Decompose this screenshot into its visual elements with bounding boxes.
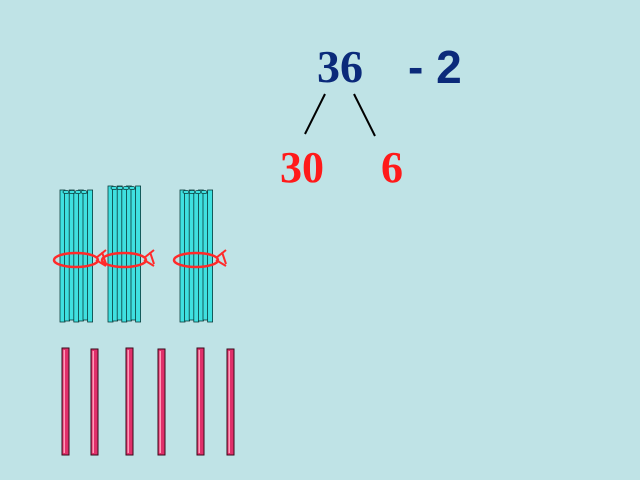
single-stick-body [226, 348, 235, 456]
subtrahend-number: - 2 [408, 41, 462, 93]
stick-highlight [127, 350, 129, 453]
right-split-line [353, 93, 376, 137]
tie-band [100, 251, 148, 269]
stick-end [74, 189, 82, 194]
stick-highlight [159, 351, 161, 453]
single-stick-body [90, 348, 99, 456]
stick-end [128, 185, 136, 190]
single-stick [125, 347, 134, 456]
single-stick-body [61, 347, 70, 456]
stick-highlight [228, 351, 230, 453]
stick-end [116, 185, 124, 190]
stick-end [194, 189, 202, 194]
stick-highlight [63, 350, 65, 453]
minuend-number: 36 [317, 41, 363, 92]
ten-stick-bundle [100, 185, 155, 323]
stick-highlight [92, 351, 94, 453]
stick-end [200, 189, 208, 194]
stick-highlight [198, 350, 200, 453]
stick-end [182, 189, 190, 194]
tie-band [172, 251, 220, 269]
stick-end [122, 185, 130, 190]
single-stick-body [125, 347, 134, 456]
ten-stick-bundle [172, 189, 227, 323]
tie-knot [143, 249, 155, 267]
stick-end [62, 189, 70, 194]
tens-part-number: 30 [280, 143, 324, 192]
single-stick [196, 347, 205, 456]
stick-end [188, 189, 196, 194]
ones-part-number: 6 [381, 143, 403, 192]
single-stick [157, 348, 166, 456]
stick-end [68, 189, 76, 194]
ten-stick-bundle [52, 189, 107, 323]
single-stick-body [157, 348, 166, 456]
single-stick [90, 348, 99, 456]
tie-band [52, 251, 100, 269]
single-stick-body [196, 347, 205, 456]
stick-end [80, 189, 88, 194]
single-stick [226, 348, 235, 456]
left-split-line [304, 93, 326, 135]
tie-knot [215, 249, 227, 267]
stick-end [110, 185, 118, 190]
single-stick [61, 347, 70, 456]
